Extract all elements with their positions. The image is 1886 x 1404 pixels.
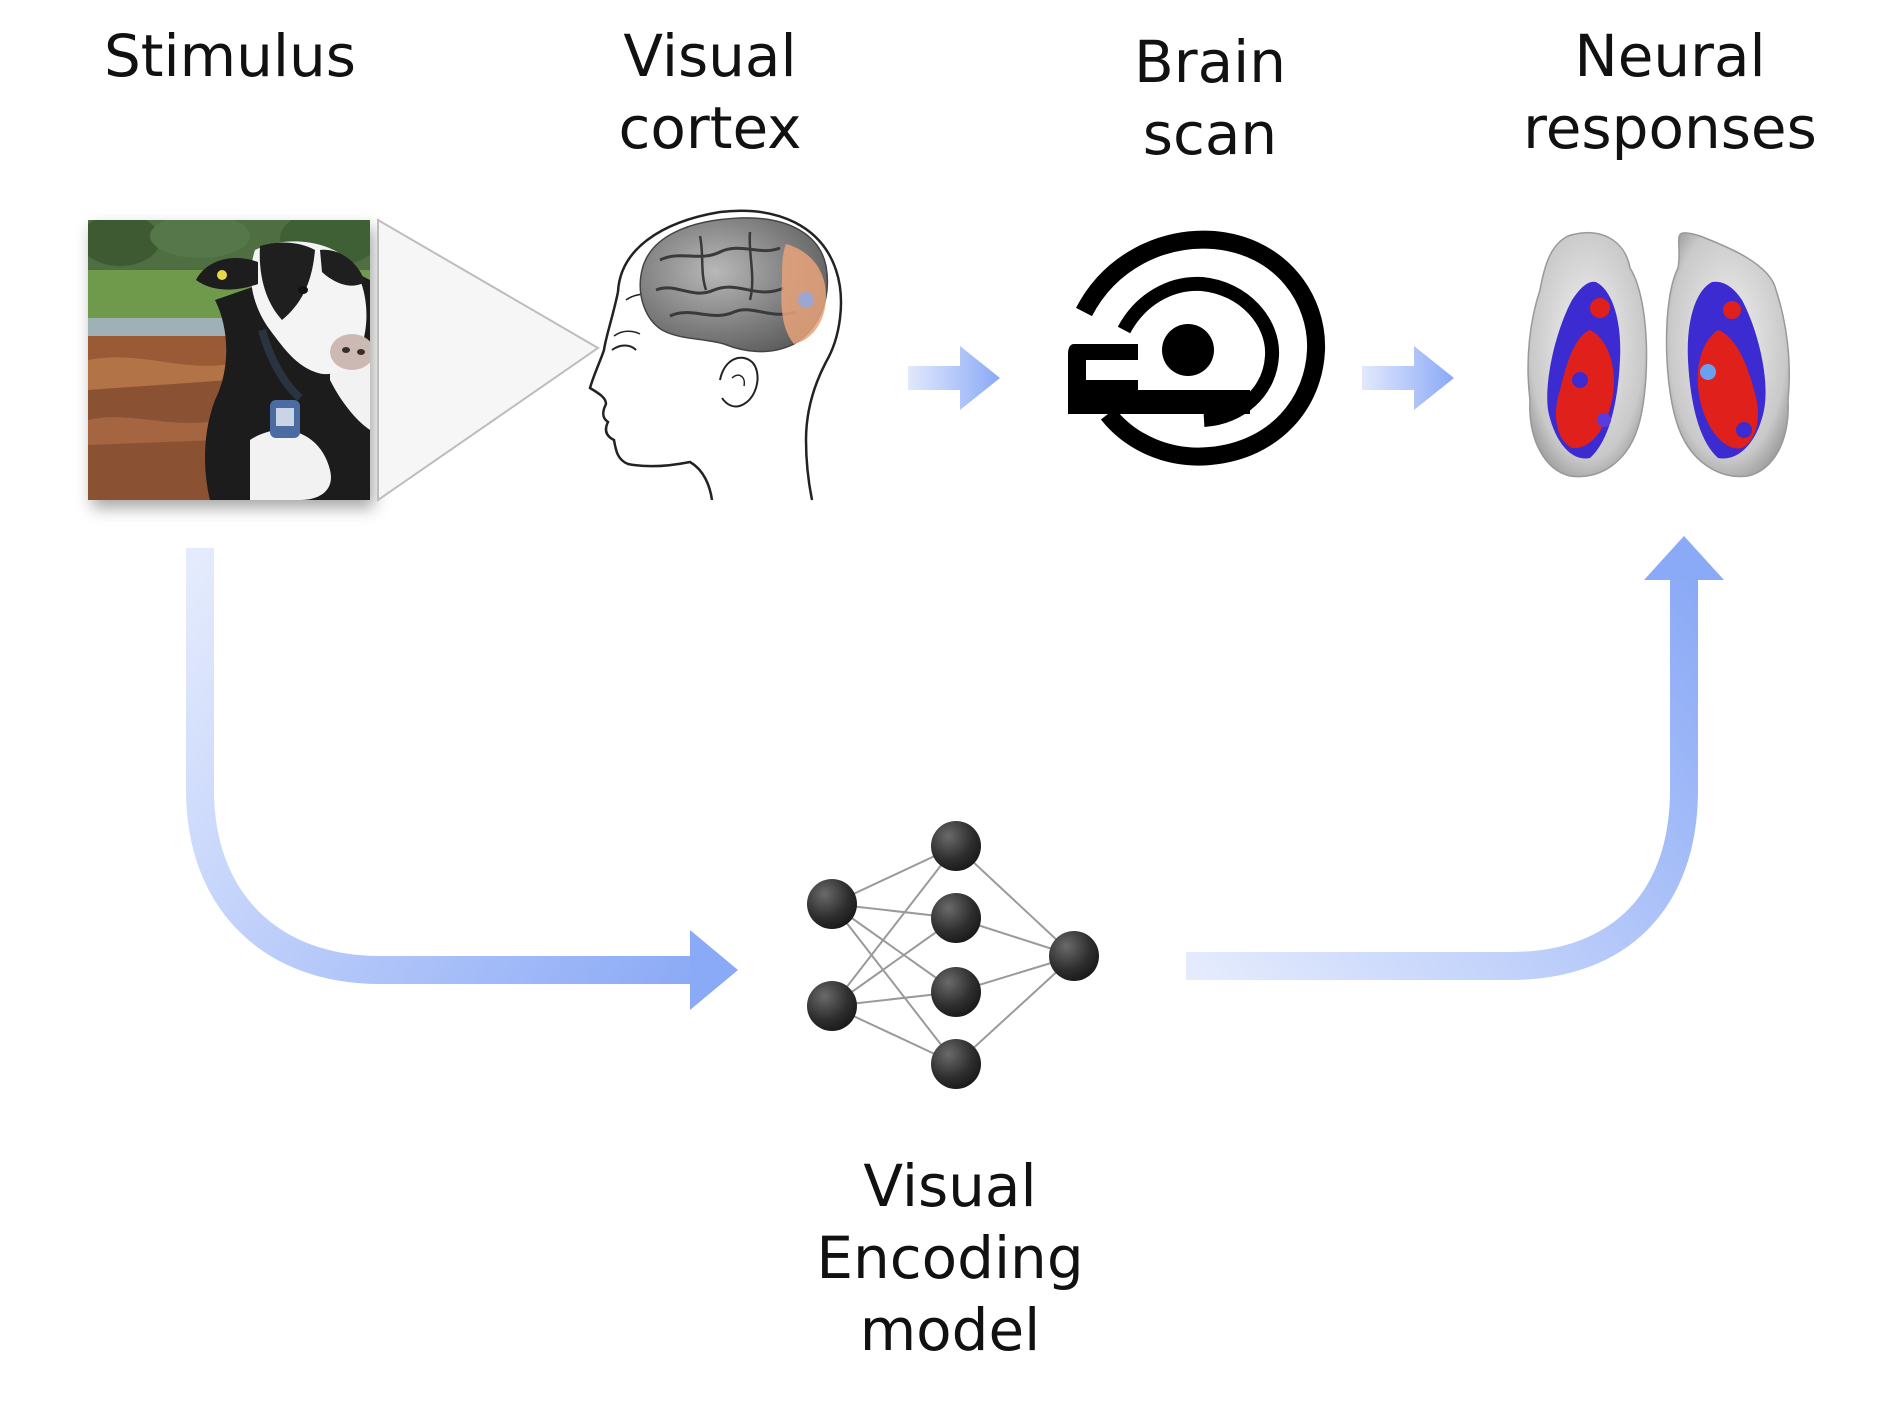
visual-cortex-label: Visual cortex [580, 20, 840, 164]
brain-scan-label-line-2: scan [1142, 100, 1278, 168]
brain-activation-map [1527, 232, 1790, 478]
encoding-model-label-line-2: Encoding [816, 1224, 1084, 1292]
neural-responses-label: Neural responses [1500, 20, 1840, 164]
hidden-node-3 [931, 967, 981, 1017]
cow-photo-content [88, 220, 370, 500]
stimulus-label-line-1: Stimulus [103, 22, 357, 90]
visual-cortex-label-line-2: cortex [618, 94, 802, 162]
view-cone [377, 218, 600, 502]
arrow-scan-to-responses [1362, 346, 1454, 410]
neural-network-icon [807, 821, 1099, 1089]
encoding-model-label: Visual Encoding model [800, 1150, 1100, 1366]
encoding-model-label-line-1: Visual [863, 1152, 1037, 1220]
arrow-stimulus-to-model [186, 548, 690, 984]
hidden-node-1 [931, 821, 981, 871]
arrow-stimulus-to-model-head [690, 930, 738, 1010]
input-node-1 [807, 879, 857, 929]
output-node [1049, 931, 1099, 981]
neural-responses-label-line-2: responses [1523, 94, 1817, 162]
mri-scanner-icon [1068, 230, 1326, 466]
encoding-model-label-line-3: model [859, 1296, 1041, 1364]
head-brain-icon [588, 209, 843, 501]
arrow-model-to-responses [1186, 578, 1698, 980]
brain-scan-label: Brain scan [1090, 26, 1330, 170]
visual-cortex-label-line-1: Visual [623, 22, 797, 90]
hidden-node-2 [931, 893, 981, 943]
arrow-model-to-responses-head [1644, 536, 1724, 580]
neural-responses-label-line-1: Neural [1574, 22, 1766, 90]
hidden-node-4 [931, 1039, 981, 1089]
arrow-cortex-to-scan [908, 346, 1000, 410]
input-node-2 [807, 981, 857, 1031]
stimulus-label: Stimulus [90, 20, 370, 92]
brain-scan-label-line-1: Brain [1133, 28, 1287, 96]
